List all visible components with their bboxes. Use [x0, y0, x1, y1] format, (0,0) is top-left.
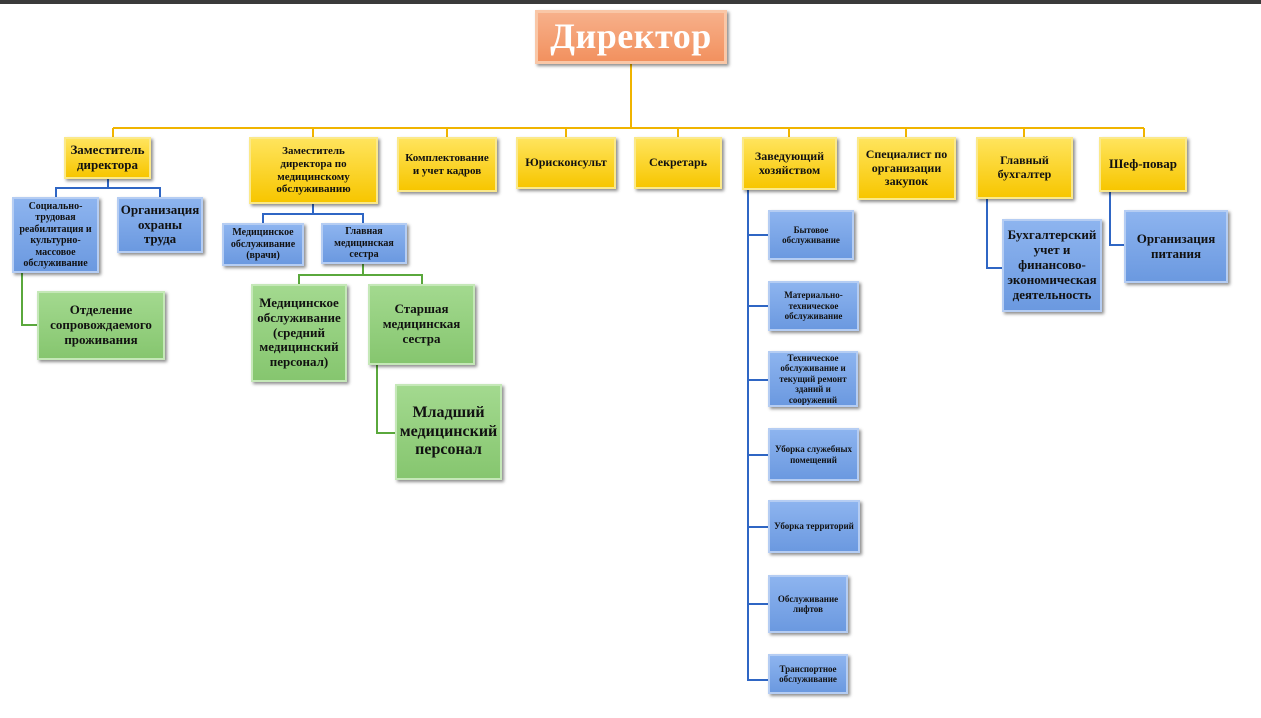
connector-catering [1109, 192, 1124, 246]
connector-junior-staff [376, 365, 395, 434]
lawyer-label: Юрисконсульт [525, 155, 607, 170]
junior-staff-label: Младший медицинский персонал [399, 404, 498, 459]
director-label: Директор [550, 16, 712, 57]
household-head-label: Заведующий хозяйством [754, 148, 825, 177]
labor-safety-box: Организация охраны труда [117, 197, 203, 253]
deputy-medical-label: Заместитель директора по медицинскому об… [276, 145, 351, 196]
catering-unit-label: Организация питания [1136, 230, 1216, 261]
senior-nurse-box: Старшая медицинская сестра [368, 284, 475, 365]
labor-safety-label: Организация охраны труда [120, 201, 200, 247]
window-top-bar [0, 0, 1261, 4]
connector-deputy-units [55, 187, 161, 197]
chief-accountant-box: Главный бухгалтер [976, 137, 1073, 199]
social-rehab-label: Социально-трудовая реабилитация и культу… [19, 200, 92, 270]
connector-medical-units [262, 213, 364, 223]
head-nurse-label: Главная медицинская сестра [334, 226, 394, 261]
household-unit-1: Бытовое обслуживание [768, 210, 854, 260]
junior-staff-box: Младший медицинский персонал [395, 384, 502, 480]
staffing-label: Комплектование и учет кадров [405, 151, 489, 177]
household-head-box: Заведующий хозяйством [742, 137, 837, 190]
household-unit-6-label: Обслуживание лифтов [777, 593, 839, 614]
head-nurse-box: Главная медицинская сестра [321, 223, 407, 264]
chef-label: Шеф-повар [1109, 156, 1177, 172]
connector-accounting [986, 199, 1002, 269]
connector-household-trunk [747, 190, 768, 681]
director-box: Директор [535, 10, 727, 64]
household-unit-3: Техническое обслуживание и текущий ремон… [768, 351, 858, 407]
household-unit-2-label: Материально-техническое обслуживание [784, 290, 843, 322]
connector-accompanied-living [21, 273, 37, 326]
household-unit-7: Транспортное обслуживание [768, 654, 848, 694]
connector-nursing-units [298, 274, 423, 284]
secretary-box: Секретарь [634, 137, 722, 189]
mid-staff-box: Медицинское обслуживание (средний медици… [251, 284, 347, 382]
deputy-medical-box: Заместитель директора по медицинскому об… [249, 137, 378, 204]
doctors-label: Медицинское обслуживание (врачи) [230, 227, 296, 262]
household-unit-1-label: Бытовое обслуживание [782, 224, 840, 245]
accounting-unit-box: Бухгалтерский учет и финансово-экономиче… [1002, 219, 1102, 312]
household-unit-3-label: Техническое обслуживание и текущий ремон… [779, 353, 847, 405]
household-unit-7-label: Транспортное обслуживание [779, 663, 837, 684]
chef-box: Шеф-повар [1099, 137, 1187, 192]
accompanied-living-label: Отделение сопровождаемого проживания [50, 302, 152, 347]
procurement-label: Специалист по организации закупок [865, 146, 948, 189]
catering-unit-box: Организация питания [1124, 210, 1228, 283]
accounting-unit-label: Бухгалтерский учет и финансово-экономиче… [1007, 227, 1097, 302]
household-unit-4-label: Уборка служебных помещений [775, 444, 852, 465]
household-unit-2: Материально-техническое обслуживание [768, 281, 859, 331]
accompanied-living-box: Отделение сопровождаемого проживания [37, 291, 165, 360]
secretary-label: Секретарь [648, 155, 708, 170]
deputy-director-label: Заместитель директора [70, 142, 145, 172]
chief-accountant-label: Главный бухгалтер [997, 153, 1052, 181]
senior-nurse-label: Старшая медицинская сестра [382, 301, 461, 346]
mid-staff-label: Медицинское обслуживание (средний медици… [257, 294, 341, 370]
deputy-director-box: Заместитель директора [64, 137, 151, 179]
doctors-box: Медицинское обслуживание (врачи) [222, 223, 304, 266]
procurement-box: Специалист по организации закупок [857, 137, 956, 200]
lawyer-box: Юрисконсульт [516, 137, 616, 189]
household-unit-6: Обслуживание лифтов [768, 575, 848, 633]
household-unit-5-label: Уборка территорий [774, 521, 854, 532]
household-unit-5: Уборка территорий [768, 500, 860, 553]
household-unit-4: Уборка служебных помещений [768, 428, 859, 481]
social-rehab-box: Социально-трудовая реабилитация и культу… [12, 197, 99, 273]
staffing-box: Комплектование и учет кадров [397, 137, 497, 192]
